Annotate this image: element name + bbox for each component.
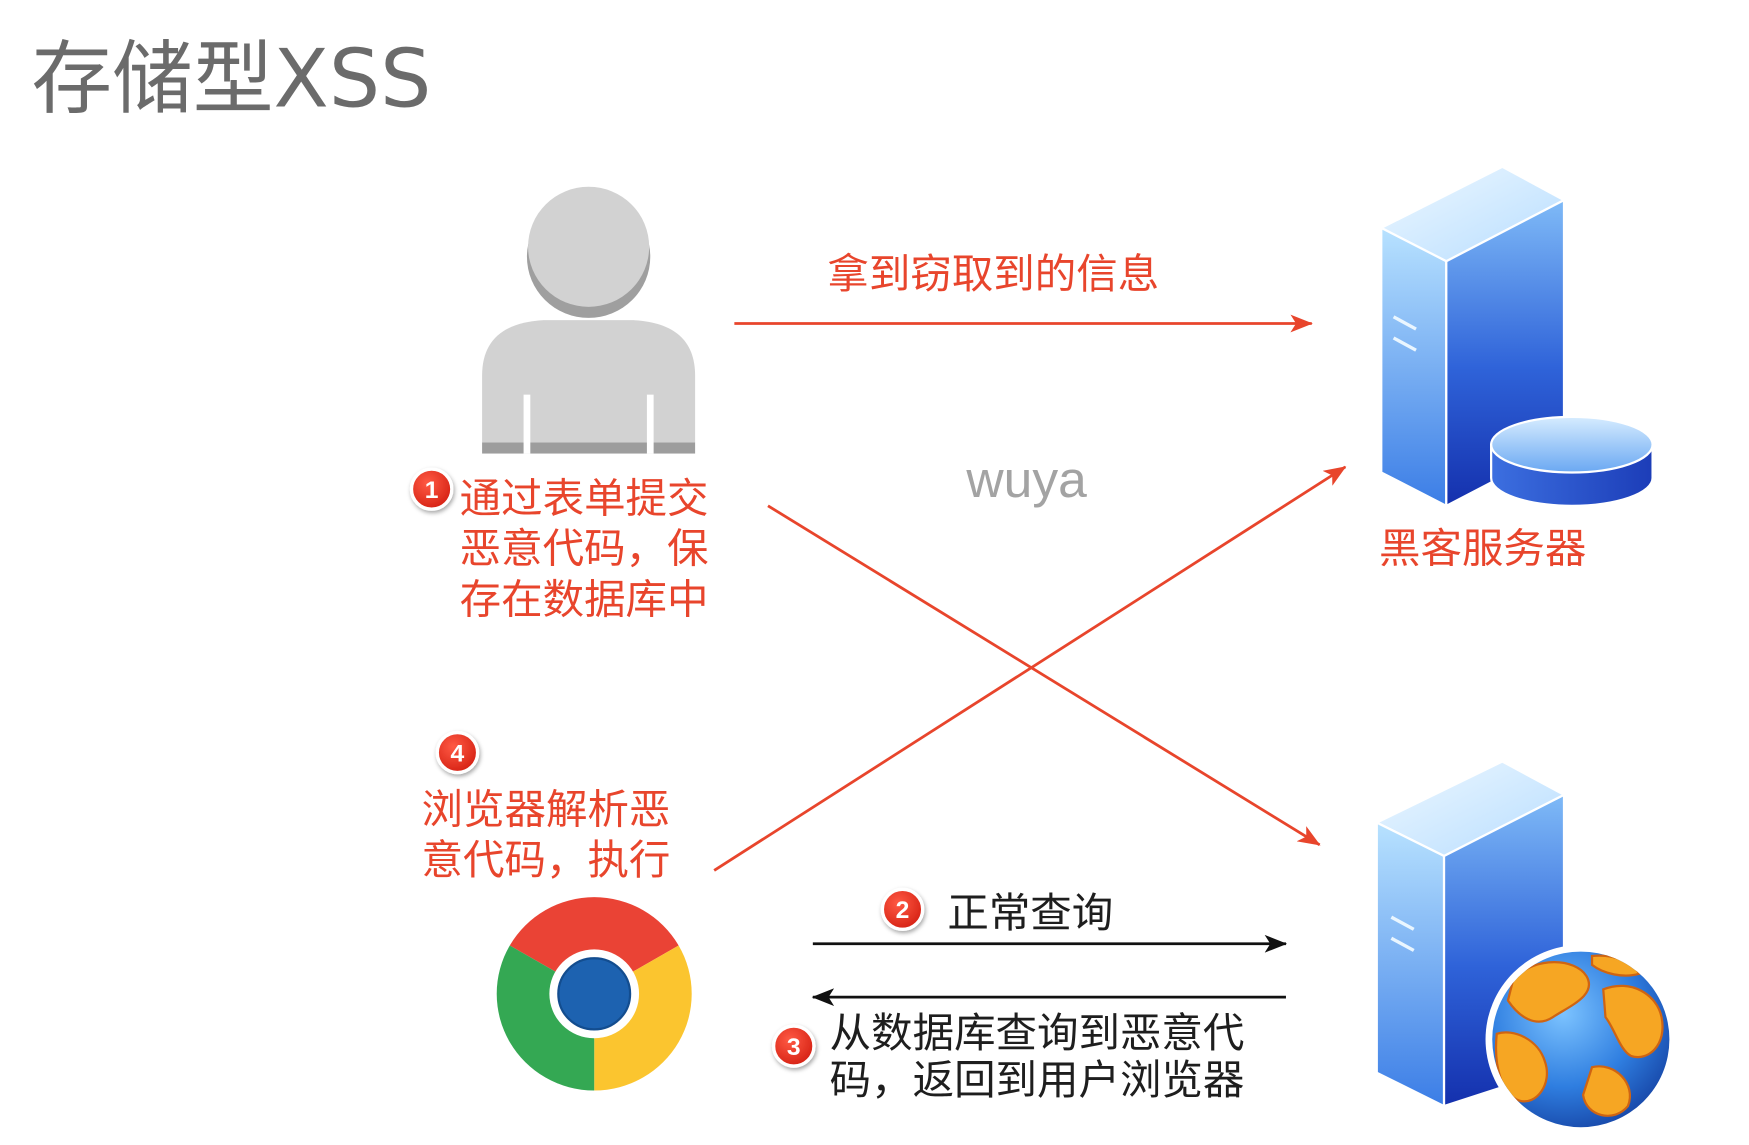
step-1-badge-number: 1 (425, 477, 439, 504)
server-database-icon (1378, 165, 1654, 508)
step-3: 3 从数据库查询到恶意代 码，返回到用户浏览器 (771, 1009, 1245, 1104)
step-2-badge-number: 2 (896, 897, 910, 924)
step-1-text-line: 恶意代码，保 (460, 525, 709, 573)
step-2-text-line: 正常查询 (947, 889, 1113, 937)
step-1: 1 通过表单提交 恶意代码，保 存在数据库中 (409, 467, 709, 624)
step-4-badge (435, 730, 480, 775)
step-1-badge (409, 467, 454, 511)
step-3-badge (771, 1024, 816, 1068)
watermark: wuya (965, 451, 1087, 508)
step-3-text-line: 从数据库查询到恶意代 (830, 1009, 1245, 1057)
step-4-text-line: 浏览器解析恶 (422, 786, 671, 834)
page-title: 存储型XSS (31, 32, 431, 126)
step-3-badge-number: 3 (787, 1034, 801, 1061)
step-4: 4 浏览器解析恶 意代码，执行 (422, 730, 671, 884)
step-1-text-line: 通过表单提交 (460, 475, 709, 523)
web-server-globe-icon (1374, 760, 1677, 1134)
hacker-server-label: 黑客服务器 (1379, 525, 1586, 573)
step-2: 2 正常查询 (880, 887, 1113, 937)
step-3-text-line: 码，返回到用户浏览器 (830, 1056, 1245, 1104)
step-1-text-line: 存在数据库中 (460, 576, 709, 624)
chrome-browser-icon (496, 897, 692, 1091)
arrow-browser-to-hacker-server (713, 465, 1347, 872)
step-2-badge (880, 887, 925, 932)
step-4-badge-number: 4 (451, 741, 465, 768)
arrow-store-to-web-server (767, 504, 1321, 847)
stolen-info-label: 拿到窃取到的信息 (827, 250, 1159, 298)
user-icon (482, 186, 696, 454)
step-4-text-line: 意代码，执行 (422, 836, 671, 884)
